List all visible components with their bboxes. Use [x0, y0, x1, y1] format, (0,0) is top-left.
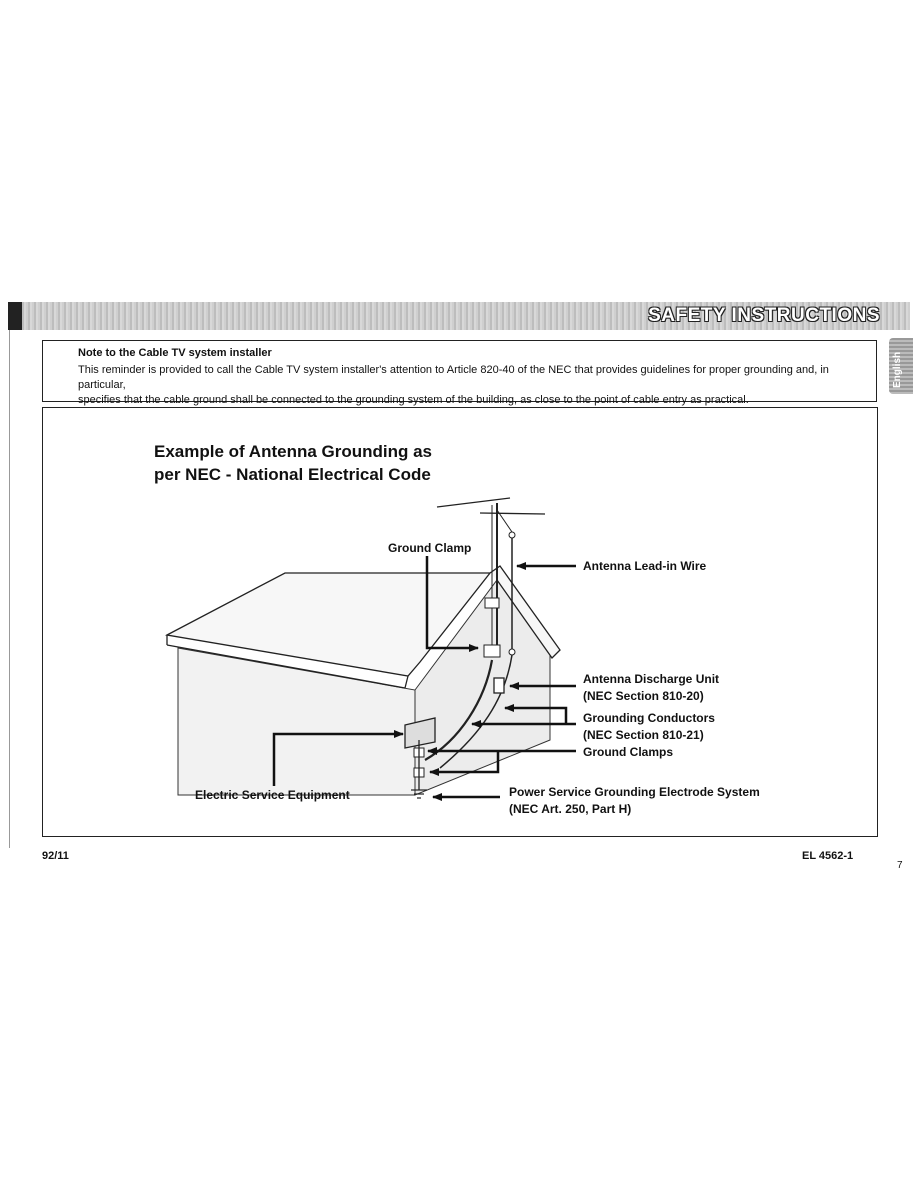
- diagram-frame: [42, 407, 878, 837]
- service-equipment-box: [404, 717, 436, 749]
- house-roof: [164, 565, 561, 689]
- diagram-title: Example of Antenna Grounding as per NEC …: [154, 440, 432, 486]
- note-line-1: This reminder is provided to call the Ca…: [78, 364, 829, 391]
- lead-in-wire: [439, 538, 513, 769]
- label-ground-clamp: Ground Clamp: [388, 541, 472, 555]
- footer-right-code: EL 4562-1: [802, 850, 854, 862]
- label-antenna-discharge-unit: Antenna Discharge Unit: [583, 672, 720, 686]
- left-margin-rule: [9, 328, 10, 848]
- section-title: SAFETY INSTRUCTIONS: [648, 305, 880, 326]
- label-antenna-discharge-unit-ref: (NEC Section 810-20): [583, 689, 704, 703]
- label-grounding-conductors-ref: (NEC Section 810-21): [583, 728, 704, 742]
- label-power-service-grounding: Power Service Grounding Electrode System: [509, 785, 760, 799]
- section-header-bar: SAFETY INSTRUCTIONS: [8, 302, 910, 330]
- page-number: 7: [897, 860, 903, 871]
- discharge-unit: [493, 677, 505, 694]
- diagram-title-line-2: per NEC - National Electrical Code: [154, 465, 431, 484]
- footer-left-code: 92/11: [42, 850, 69, 862]
- label-electric-service-equipment: Electric Service Equipment: [195, 788, 350, 802]
- diagram-title-line-1: Example of Antenna Grounding as: [154, 442, 433, 461]
- note-line-2: specifies that the cable ground shall be…: [78, 394, 749, 406]
- label-antenna-lead-in-wire: Antenna Lead-in Wire: [583, 559, 707, 573]
- note-title: Note to the Cable TV system installer: [78, 347, 272, 359]
- language-tab: English: [889, 338, 913, 394]
- label-power-service-grounding-ref: (NEC Art. 250, Part H): [509, 802, 632, 816]
- label-grounding-conductors: Grounding Conductors: [583, 711, 715, 725]
- antenna: [436, 497, 546, 658]
- installer-note-box: Note to the Cable TV system installer Th…: [42, 340, 877, 406]
- label-ground-clamps: Ground Clamps: [583, 745, 674, 759]
- header-left-cap: [8, 302, 22, 330]
- note-body: This reminder is provided to call the Ca…: [78, 363, 868, 408]
